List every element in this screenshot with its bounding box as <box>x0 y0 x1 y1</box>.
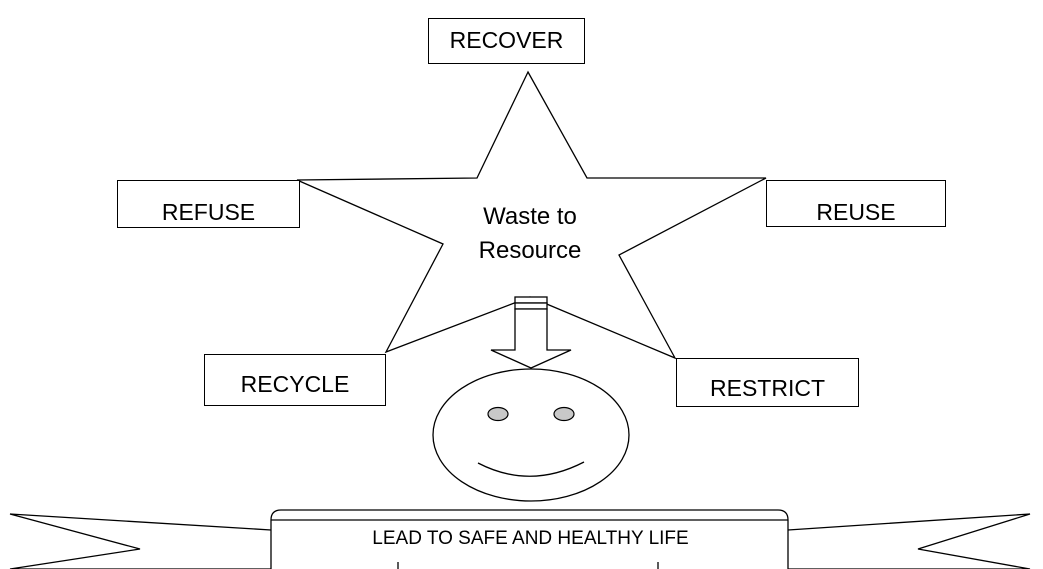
recover-label: RECOVER <box>449 27 564 53</box>
refuse-label: REFUSE <box>161 199 256 225</box>
center-line-1: Waste to <box>483 203 577 230</box>
restrict-box: RESTRICT <box>676 358 859 407</box>
down-arrow-icon <box>490 296 572 369</box>
restrict-label: RESTRICT <box>710 375 825 401</box>
ribbon-right-tail <box>787 513 1031 569</box>
smiley-face-icon <box>432 368 630 502</box>
face-outline <box>432 368 630 502</box>
center-line-2: Resource <box>478 237 582 264</box>
left-eye <box>487 406 509 422</box>
reuse-label: REUSE <box>816 199 896 225</box>
right-eye <box>553 406 575 422</box>
star-center-text: Waste to Resource <box>430 200 630 268</box>
ribbon-center <box>270 509 789 569</box>
ribbon-left-tail <box>9 513 272 569</box>
recycle-label: RECYCLE <box>240 371 350 397</box>
recycle-box: RECYCLE <box>204 354 386 406</box>
banner-label: LEAD TO SAFE AND HEALTHY LIFE <box>372 528 689 549</box>
recover-box: RECOVER <box>428 18 585 64</box>
reuse-box: REUSE <box>766 180 946 227</box>
refuse-box: REFUSE <box>117 180 300 228</box>
ribbon-banner <box>9 509 1031 569</box>
smile <box>477 461 585 477</box>
